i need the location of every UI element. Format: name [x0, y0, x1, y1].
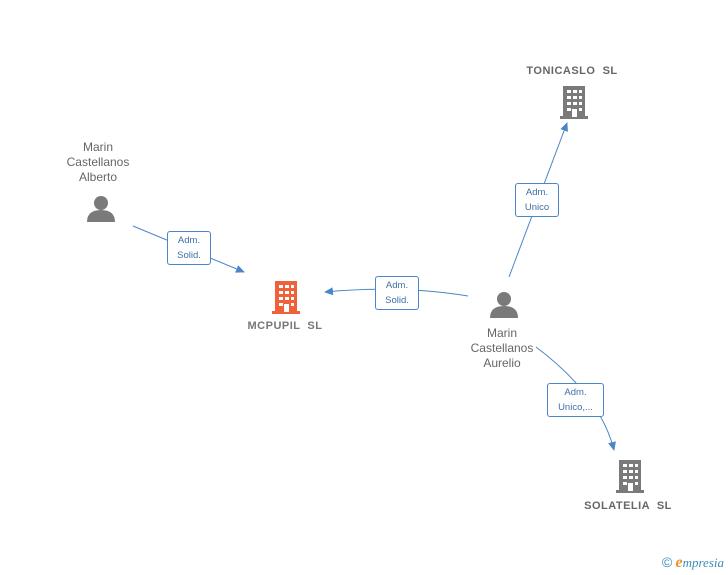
empresia-logo: © empresia: [662, 554, 724, 572]
role-line: Adm.: [525, 187, 549, 198]
person-icon[interactable]: [87, 196, 115, 222]
person-label-alberto[interactable]: Marin Castellanos Alberto: [48, 140, 148, 185]
role-line: Unico: [524, 202, 550, 213]
role-line: Solid.: [177, 250, 201, 261]
person-name-line: Marin: [486, 326, 517, 340]
role-line: Adm.: [177, 235, 201, 246]
role-line: Unico,...: [558, 402, 593, 413]
person-icon[interactable]: [490, 292, 518, 318]
brand-name: mpresia: [682, 555, 724, 570]
company-label-mcpupil[interactable]: MCPUPIL SL: [247, 320, 323, 332]
building-icon[interactable]: [560, 86, 588, 119]
role-line: Adm.: [385, 280, 409, 291]
person-name-line: Aurelio: [483, 356, 521, 370]
building-icon[interactable]: [616, 460, 644, 493]
brand-initial: e: [675, 554, 683, 571]
role-label-aurelio-solatelia: Adm. Unico,...: [547, 383, 604, 417]
company-label-tonicaslo[interactable]: TONICASLO SL: [526, 65, 618, 77]
person-name-line: Alberto: [78, 170, 118, 184]
role-line: Adm.: [564, 387, 587, 398]
person-name-line: Marin: [82, 140, 113, 154]
copyright-symbol: ©: [661, 554, 673, 570]
person-name-line: Castellanos: [66, 155, 130, 169]
person-label-aurelio[interactable]: Marin Castellanos Aurelio: [452, 326, 552, 371]
person-name-line: Castellanos: [470, 341, 534, 355]
role-label-aurelio-mcpupil: Adm. Solid.: [375, 276, 419, 310]
role-line: Solid.: [385, 295, 409, 306]
role-label-alberto-mcpupil: Adm. Solid.: [167, 231, 211, 265]
building-icon[interactable]: [272, 281, 300, 314]
role-label-aurelio-tonicaslo: Adm. Unico: [515, 183, 559, 217]
company-label-solatelia[interactable]: SOLATELIA SL: [584, 500, 672, 512]
